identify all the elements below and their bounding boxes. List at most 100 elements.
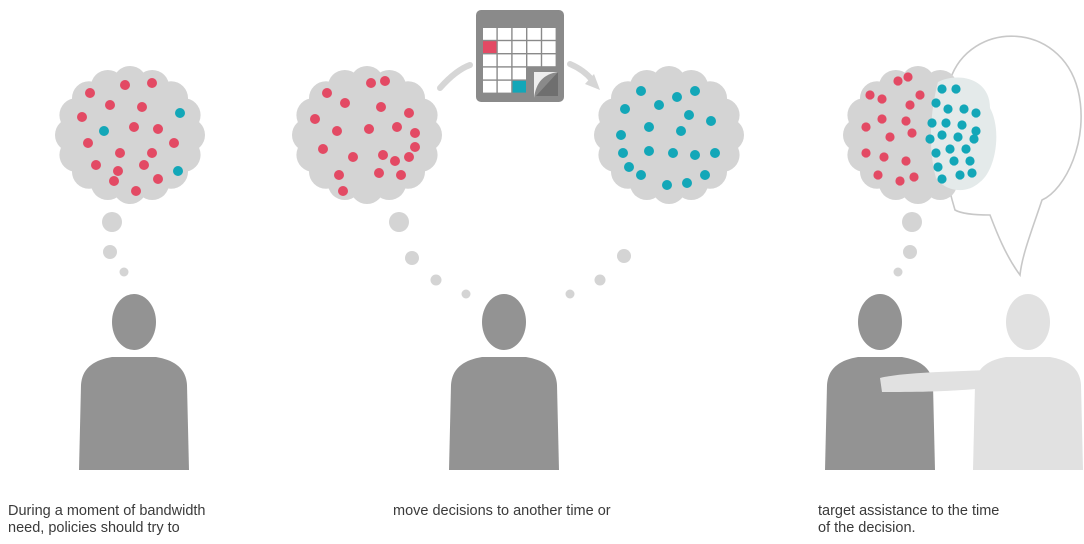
thought-dot — [77, 112, 87, 122]
thought-dot — [376, 102, 386, 112]
thought-dot — [931, 148, 941, 158]
calendar-day — [512, 54, 526, 67]
caption-3: target assistance to the time of the dec… — [818, 503, 1000, 536]
thought-dot — [915, 90, 925, 100]
thought-bubble-dot — [903, 245, 917, 259]
thought-dot — [957, 120, 967, 130]
thought-dot — [618, 148, 628, 158]
thought-dot — [153, 124, 163, 134]
thought-trail — [102, 212, 129, 277]
thought-dot — [941, 118, 951, 128]
thought-bubble-dot — [461, 289, 471, 299]
thought-dot — [153, 174, 163, 184]
thought-dot — [937, 130, 947, 140]
thought-dot — [147, 148, 157, 158]
thought-dot — [644, 146, 654, 156]
thought-dot — [139, 160, 149, 170]
thought-dot — [877, 114, 887, 124]
thought-dot — [410, 128, 420, 138]
thought-dot — [676, 126, 686, 136]
thought-dot — [392, 122, 402, 132]
thought-dot — [131, 186, 141, 196]
thought-bubble-dot — [103, 245, 117, 259]
thought-dot — [374, 168, 384, 178]
thought-dot — [682, 178, 692, 188]
thought-dot — [137, 102, 147, 112]
panel-2 — [292, 10, 744, 470]
thought-dot — [338, 186, 348, 196]
thought-dot — [971, 108, 981, 118]
cloud-dots — [861, 72, 981, 186]
calendar-day — [483, 80, 497, 93]
thought-dot — [332, 126, 342, 136]
calendar-day — [512, 28, 526, 40]
thought-dot — [879, 152, 889, 162]
thought-dot — [931, 98, 941, 108]
calendar-day — [497, 54, 512, 67]
thought-dot — [636, 170, 646, 180]
thought-dot — [967, 168, 977, 178]
person-head — [482, 294, 526, 350]
thought-dot — [925, 134, 935, 144]
panel-1 — [55, 66, 205, 470]
person-icon — [449, 294, 559, 470]
thought-dot — [105, 100, 115, 110]
thought-bubble-dot — [565, 289, 575, 299]
calendar-day — [512, 67, 526, 80]
thought-dot — [410, 142, 420, 152]
thought-dot — [322, 88, 332, 98]
thought-dot — [893, 76, 903, 86]
thought-dot — [949, 156, 959, 166]
thought-bubble-dot — [430, 274, 442, 286]
calendar-day — [542, 41, 556, 53]
person-body — [449, 357, 559, 470]
thought-dot — [861, 122, 871, 132]
thought-dot — [684, 110, 694, 120]
cloud-dots — [616, 86, 720, 190]
thought-dot — [951, 84, 961, 94]
thought-dot — [620, 104, 630, 114]
person-body — [79, 357, 189, 470]
thought-dot — [861, 148, 871, 158]
thought-dot — [616, 130, 626, 140]
person-head — [858, 294, 902, 350]
thought-dot — [348, 152, 358, 162]
calendar-day — [483, 67, 497, 80]
thought-dot — [901, 116, 911, 126]
thought-dot — [971, 126, 981, 136]
thought-trail — [389, 212, 631, 299]
thought-dot — [404, 108, 414, 118]
thought-bubble-dot — [617, 249, 631, 263]
thought-dot — [129, 122, 139, 132]
panel-3 — [825, 35, 1083, 470]
thought-bubble-dot — [594, 274, 606, 286]
thought-dot — [169, 138, 179, 148]
calendar-day — [483, 41, 497, 53]
person-icon — [79, 294, 189, 470]
thought-dot — [366, 78, 376, 88]
person-head — [1006, 294, 1050, 350]
thought-dot — [937, 174, 947, 184]
thought-dot — [624, 162, 634, 172]
caption-1: During a moment of bandwidth need, polic… — [8, 503, 206, 536]
thought-bubble-dot — [405, 251, 419, 265]
calendar-day — [542, 28, 556, 40]
thought-dot — [404, 152, 414, 162]
calendar-day — [527, 54, 541, 67]
thought-dot — [903, 72, 913, 82]
thought-dot — [953, 132, 963, 142]
thought-dot — [959, 104, 969, 114]
thought-dot — [109, 176, 119, 186]
cloud-dots — [310, 76, 420, 196]
cloud-body — [609, 81, 729, 189]
thought-dot — [390, 156, 400, 166]
thought-dot — [99, 126, 109, 136]
thought-bubble-dot — [389, 212, 409, 232]
page-curl — [534, 72, 558, 98]
thought-bubble-dot — [102, 212, 122, 232]
thought-dot — [943, 104, 953, 114]
thought-dot — [654, 100, 664, 110]
calendar-day — [497, 41, 512, 53]
thought-dot — [885, 132, 895, 142]
